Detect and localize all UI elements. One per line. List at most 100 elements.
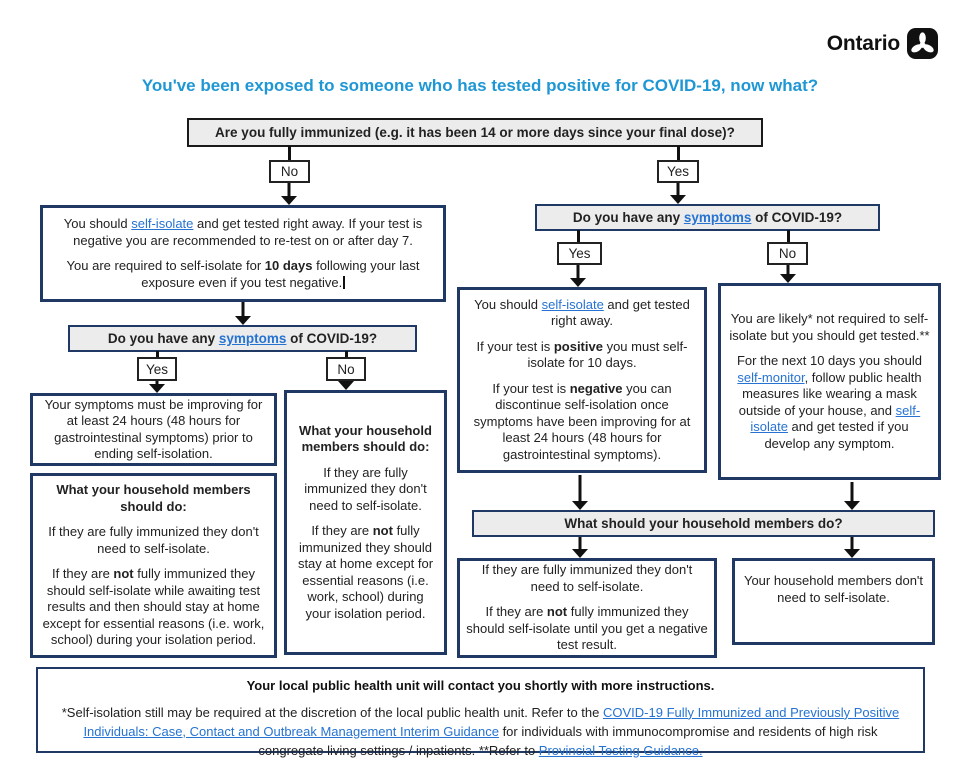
connector-line (344, 351, 348, 357)
paragraph: If they are not fully immunized they sho… (466, 604, 708, 654)
ontario-logo: Ontario (827, 28, 938, 59)
paragraph: Do you have any symptoms of COVID-19? (543, 209, 872, 226)
text-segment: following your last exposure even if you… (141, 258, 420, 290)
text-segment: not (546, 604, 568, 620)
text-segment: If they are fully immunized they don't n… (304, 464, 427, 513)
self-isolate-link[interactable]: self-isolate (750, 402, 921, 435)
paragraph: If they are fully immunized they don't n… (466, 562, 708, 595)
paragraph: You are required to self-isolate for 10 … (50, 258, 436, 291)
text-segment: What should your household members do? (564, 515, 843, 531)
text-segment: and get tested if you develop any sympto… (764, 419, 909, 451)
paragraph: If they are fully immunized they don't n… (40, 524, 267, 557)
text-segment: Do you have any (572, 209, 684, 225)
box-not-immunized-instructions: You should self-isolate and get tested r… (40, 205, 446, 302)
text-segment: not (113, 566, 134, 582)
yes-label-box-immunized: Yes (657, 160, 699, 183)
paragraph: If they are not fully immunized they sho… (294, 523, 437, 622)
no-label-box-symptoms-right: No (767, 242, 808, 265)
paragraph: Your symptoms must be improving for at l… (38, 397, 269, 463)
box-household-right-no: Your household members don't need to sel… (732, 558, 935, 645)
text-segment: If they are (51, 566, 114, 582)
arrow-down-icon (670, 183, 686, 204)
text-segment: 10 days (264, 258, 313, 273)
box-right-symptoms-no: You are likely* not required to self-iso… (718, 283, 941, 480)
connector-line (676, 146, 680, 160)
paragraph: Your household members don't need to sel… (742, 573, 925, 606)
text-segment: If they are (311, 523, 373, 539)
arrow-down-icon (570, 265, 586, 287)
paragraph: You should self-isolate and get tested r… (50, 216, 436, 249)
text-segment: fully immunized they should self-isolate… (42, 566, 265, 648)
footer-box: Your local public health unit will conta… (36, 667, 925, 758)
text-segment: If they are fully immunized they don't n… (48, 524, 259, 556)
paragraph: If they are fully immunized they don't n… (294, 465, 437, 515)
text-segment: If they are fully immunized they don't n… (481, 562, 693, 594)
question-box-fully-immunized: Are you fully immunized (e.g. it has bee… (187, 118, 763, 147)
paragraph: If they are not fully immunized they sho… (40, 566, 267, 649)
text-segment: *Self-isolation still may be required at… (61, 704, 603, 720)
box-household-left-no: What your household members should do: If… (284, 390, 447, 655)
text-segment: of COVID-19? (286, 330, 378, 346)
text-segment: If they are (485, 604, 547, 620)
symptoms-link[interactable]: symptoms (218, 330, 287, 346)
provincial-testing-guidance-link[interactable]: Provincial Testing Guidance. (538, 742, 703, 758)
self-isolate-link[interactable]: self-isolate (131, 216, 194, 231)
text-segment: for individuals with immunocompromise an… (258, 723, 878, 758)
paragraph: Do you have any symptoms of COVID-19? (76, 330, 409, 347)
ontario-logo-text: Ontario (826, 31, 900, 55)
question-box-symptoms-right: Do you have any symptoms of COVID-19? (535, 204, 880, 231)
paragraph: Are you fully immunized (e.g. it has bee… (195, 124, 755, 141)
no-label-box-symptoms-left: No (326, 357, 366, 381)
connector-line (155, 351, 159, 357)
arrow-down-icon (235, 302, 251, 325)
text-segment: not (372, 523, 393, 539)
text-segment: fully immunized they should self-isolate… (466, 604, 708, 653)
page-title: You've been exposed to someone who has t… (141, 76, 819, 95)
arrow-down-icon (281, 183, 297, 205)
connector-line (576, 230, 580, 242)
footer-bold-line: Your local public health unit will conta… (246, 678, 715, 693)
box-symptoms-improving: Your symptoms must be improving for at l… (30, 393, 277, 466)
self-monitor-link[interactable]: self-monitor (737, 369, 805, 385)
arrow-down-icon (572, 537, 588, 558)
text-cursor (343, 275, 345, 289)
text-segment: If your test is (492, 380, 570, 396)
yes-label-box-symptoms-right: Yes (557, 242, 602, 265)
paragraph: What your household members should do: (294, 423, 437, 456)
text-segment: of COVID-19? (751, 209, 843, 225)
paragraph: What your household members should do: (40, 482, 267, 515)
no-label-box-immunized: No (269, 160, 310, 183)
connector-line (786, 230, 790, 242)
arrow-down-icon (844, 482, 860, 510)
self-isolate-link[interactable]: self-isolate (541, 296, 604, 312)
paragraph: You should self-isolate and get tested r… (467, 297, 697, 330)
symptoms-link[interactable]: symptoms (683, 209, 752, 225)
text-segment: You should (474, 296, 542, 312)
paragraph: If your test is positive you must self-i… (467, 339, 697, 372)
arrow-down-icon (844, 537, 860, 558)
paragraph: For the next 10 days you should self-mon… (728, 353, 931, 452)
arrow-down-icon (338, 381, 354, 390)
text-segment: You are required to self-isolate for (66, 258, 265, 273)
text-segment: You should (63, 216, 132, 231)
text-segment: Are you fully immunized (e.g. it has bee… (215, 124, 735, 140)
text-segment: and get tested right away. If your test … (73, 216, 423, 248)
box-right-symptoms-yes: You should self-isolate and get tested r… (457, 287, 707, 473)
text-segment: For the next 10 days you should (736, 353, 922, 368)
yes-label-box-symptoms-left: Yes (137, 357, 177, 381)
footer-note: *Self-isolation still may be required at… (52, 704, 909, 759)
text-segment: If your test is (476, 338, 554, 354)
arrow-down-icon (149, 381, 165, 393)
text-segment: you can discontinue self-isolation once … (473, 380, 691, 462)
text-segment: What your household members should do: (56, 482, 251, 514)
text-segment: Your symptoms must be improving for at l… (44, 396, 263, 462)
text-segment: you must self-isolate for 10 days. (527, 338, 688, 371)
connector-line (287, 146, 291, 160)
covid-19-fully-immunized-and-previously-positive-individuals-case-contact-and-outbreak-management-interim-guidance-link[interactable]: COVID-19 Fully Immunized and Previously … (83, 704, 900, 739)
box-household-right-yes: If they are fully immunized they don't n… (457, 558, 717, 658)
paragraph: What should your household members do? (480, 515, 927, 532)
paragraph: If your test is negative you can discont… (467, 381, 697, 464)
text-segment: positive (553, 338, 603, 354)
text-segment: fully immunized they should stay at home… (297, 523, 434, 621)
